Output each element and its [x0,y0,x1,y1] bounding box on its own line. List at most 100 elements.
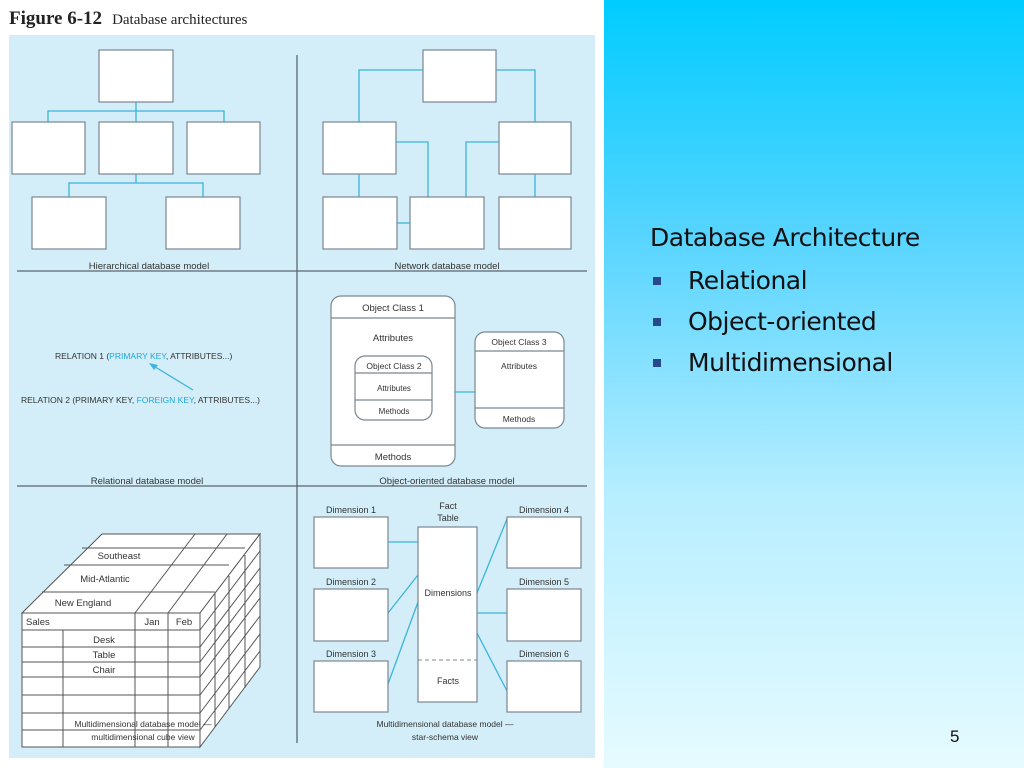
bullet-item: Relational [650,260,920,301]
class2-methods: Methods [379,407,410,416]
class2-attributes: Attributes [377,384,411,393]
connector [47,102,137,122]
network-node [422,49,497,103]
connector [68,174,137,197]
slide-content: Database Architecture Relational Object-… [650,222,920,383]
dimension-table [313,588,389,642]
dimension-label: Dimension 5 [519,577,569,587]
square-bullet-icon [653,359,661,367]
dimension-table [506,516,582,569]
figure-caption: Database architectures [112,12,248,28]
network-node [409,196,485,250]
bullet-text: Relational [688,266,808,295]
relational-model: RELATION 1 (PRIMARY KEY, ATTRIBUTES...) … [21,351,260,487]
network-node [498,121,572,175]
region-label: Southeast [98,551,141,562]
network-model: Network database model [322,49,572,272]
relation-1: RELATION 1 (PRIMARY KEY, ATTRIBUTES...) [55,351,232,361]
dimension-table [506,660,582,713]
foreign-key-highlight: FOREIGN KEY [137,395,195,405]
object-class-3 [474,331,565,429]
object-oriented-label: Object-oriented database model [379,476,514,487]
foreign-key-arrow [151,364,194,391]
cube-caption-line1: Multidimensional database model — [74,719,212,729]
network-node [498,196,572,250]
hierarchical-model: Hierarchical database model [11,49,261,272]
class1-attributes: Attributes [373,333,413,344]
bullet-text: Object-oriented [688,307,877,336]
hierarchical-label: Hierarchical database model [89,261,209,272]
connector [387,574,419,614]
star-caption-line2: star-schema view [412,732,479,742]
primary-key-highlight: PRIMARY KEY [109,351,167,361]
network-label: Network database model [394,261,499,272]
figure-title: Figure 6-12 Database architectures [9,8,247,30]
network-node [322,196,398,250]
connector [496,69,536,122]
square-bullet-icon [653,318,661,326]
class1-title: Object Class 1 [362,303,424,314]
product-label: Table [93,650,116,661]
region-label: New England [55,598,112,609]
connector [358,69,423,122]
measure-label: Sales [26,617,50,628]
fact-dimensions-label: Dimensions [424,588,472,598]
class3-methods: Methods [503,414,536,424]
relational-label: Relational database model [91,476,204,487]
connector [396,141,429,197]
grandchild-node [31,196,107,250]
figure-number: Figure 6-12 [9,8,103,29]
relation-2: RELATION 2 (PRIMARY KEY, FOREIGN KEY, AT… [21,395,260,405]
bullet-list: Relational Object-oriented Multidimensio… [650,260,920,383]
product-label: Desk [93,635,115,646]
database-architectures-diagram: Hierarchical database model Network data… [11,49,587,749]
root-node [98,49,174,103]
object-oriented-model: Object Class 1 Attributes Methods Object… [330,295,565,487]
bullet-item: Multidimensional [650,342,920,383]
cube-front-face [21,612,201,748]
figure-panel: Figure 6-12 Database architectures [9,8,595,758]
fact-title-line2: Table [437,513,459,523]
fact-facts-label: Facts [437,676,460,686]
connector [476,518,508,594]
slide-heading: Database Architecture [650,223,920,252]
class3-attributes: Attributes [501,361,537,371]
figure-diagram-area: Hierarchical database model Network data… [9,35,595,758]
cube-caption-line2: multidimensional cube view [91,732,195,742]
bullet-item: Object-oriented [650,301,920,342]
month-label: Jan [144,617,159,628]
month-label: Feb [176,617,192,628]
star-caption-line1: Multidimensional database model — [376,719,514,729]
network-node [322,121,397,175]
class1-methods: Methods [375,452,412,463]
connector [387,601,419,685]
child-node [98,121,174,175]
grandchild-node [165,196,241,250]
dimension-label: Dimension 1 [326,505,376,515]
connector [465,141,499,197]
dimension-label: Dimension 2 [326,577,376,587]
arrowhead-icon [149,363,158,370]
dimension-table [506,588,582,642]
region-label: Mid-Atlantic [80,574,130,585]
connector [476,632,508,692]
dimension-label: Dimension 4 [519,505,569,515]
bullet-text: Multidimensional [688,348,893,377]
dimension-label: Dimension 6 [519,649,569,659]
class2-title: Object Class 2 [366,361,422,371]
connector [136,110,225,122]
fact-title-line1: Fact [439,501,457,511]
dimension-table [313,660,389,713]
star-schema-model: Dimension 1 Dimension 2 Dimension 3 Dime… [313,501,582,713]
product-label: Chair [93,665,116,676]
connector [136,182,204,197]
object-class-2 [354,355,433,421]
dimension-label: Dimension 3 [326,649,376,659]
class3-title: Object Class 3 [491,337,547,347]
dimension-table [313,516,389,569]
child-node [11,121,86,175]
cube-model: Southeast Mid-Atlantic New England Sales… [20,532,262,749]
child-node [186,121,261,175]
page-number: 5 [950,727,960,746]
square-bullet-icon [653,277,661,285]
